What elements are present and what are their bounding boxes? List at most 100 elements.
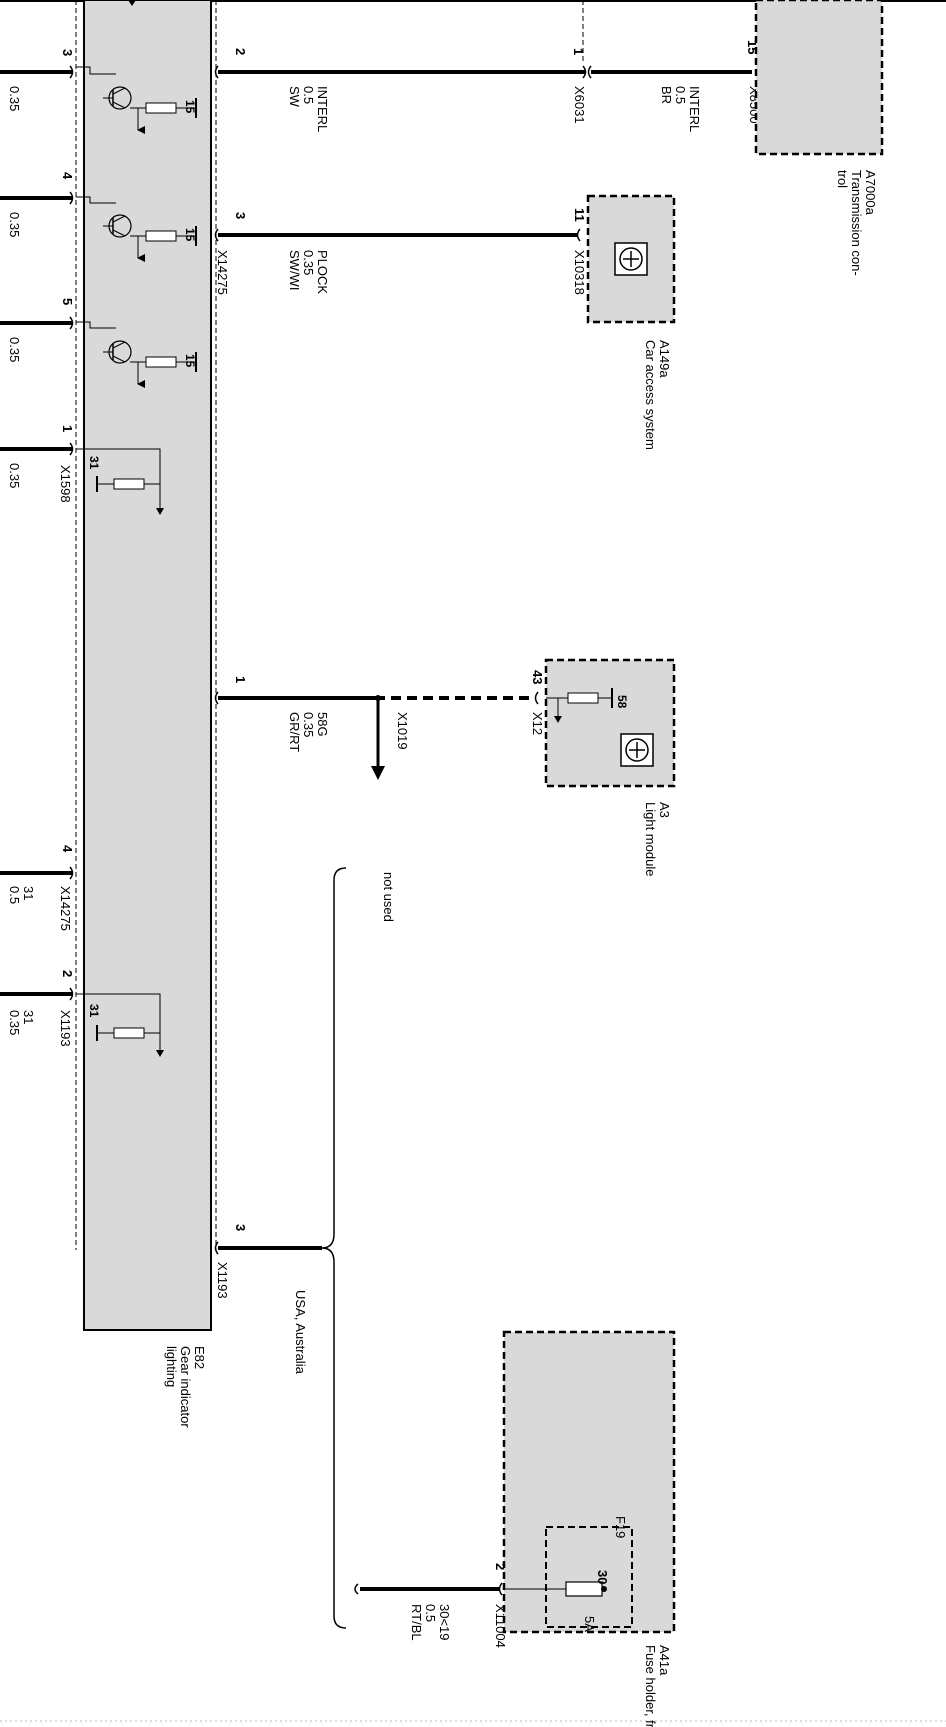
resistor-3-icon xyxy=(145,356,177,368)
left-wire-size-3: 0.35 xyxy=(7,337,22,362)
resistor-1-icon xyxy=(145,102,177,114)
transistor-stage-2: 15 xyxy=(76,196,197,262)
e82-name-line2: lighting xyxy=(164,1346,179,1387)
ground-stage-1: 31 xyxy=(76,448,164,515)
wire-interl: 2 1 15 INTERL 0.5 SW X6031 INTERL 0.5 BR… xyxy=(214,0,762,132)
f19-rating: 5A xyxy=(582,1616,597,1632)
a3-box xyxy=(544,658,676,788)
a3-ground-icon xyxy=(554,716,562,723)
a3-pin: 43 xyxy=(530,670,545,684)
f19-code: F19 xyxy=(613,1516,628,1538)
e82-name-line1: Gear indicator xyxy=(178,1346,193,1428)
connector-x1019: X1019 xyxy=(395,712,410,750)
connector-x1193-a: X1193 xyxy=(58,1010,73,1047)
wire-31a-line1: 31 xyxy=(21,886,36,900)
e82-box xyxy=(83,0,212,1331)
wire-interl-e82-line3: SW xyxy=(287,86,302,108)
e82-right-pin-1: 2 xyxy=(233,48,248,55)
wire-58g-line1: 58G xyxy=(315,712,330,737)
wire-30-line2: 0.5 xyxy=(423,1604,438,1622)
e82-right-pin-4: 3 xyxy=(233,1224,248,1231)
module-a149a: A149a Car access system xyxy=(586,194,676,450)
a7000a-box xyxy=(754,0,884,156)
e82-left-pin-4: 1 xyxy=(60,425,75,432)
module-a3: 58 A3 Light module xyxy=(544,658,676,876)
wire-interl-a7000-line3: BR xyxy=(659,86,674,104)
wire-plock-line2: 0.35 xyxy=(301,250,316,275)
e82-right-pin-2: 3 xyxy=(233,212,248,219)
a149a-code: A149a xyxy=(657,340,672,378)
ground-resistor-1-icon xyxy=(113,478,145,490)
a7000a-inner-pin: 1 xyxy=(571,48,586,55)
wire-interl-e82-line1: INTERL xyxy=(315,86,330,132)
wire-58g-line3: GR/RT xyxy=(287,712,302,752)
transistor-stage-1: 15 xyxy=(76,66,197,134)
a7000a-name-line1: Transmission con- xyxy=(849,170,864,276)
connector-x12: X12 xyxy=(530,712,545,735)
wire-interl-a7000-line2: 0.5 xyxy=(673,86,688,104)
wire-plock: 3 11 X14275 PLOCK 0.35 SW/WI X10318 xyxy=(214,208,587,295)
left-wire-size-4: 0.35 xyxy=(7,463,22,488)
a3-internal-term: 58 xyxy=(615,695,629,709)
wire-30-line3: RT/BL xyxy=(409,1604,424,1641)
e82-top-arrow-icon xyxy=(128,0,136,6)
ground-2-term: 31 xyxy=(87,1004,101,1018)
left-wire-size-2: 0.35 xyxy=(7,212,22,237)
a41a-code: A41a xyxy=(657,1645,672,1676)
a3-resistor-icon xyxy=(567,692,599,704)
x1019-arrow-icon xyxy=(371,766,385,780)
a41a-name: Fuse holder, front xyxy=(643,1645,658,1727)
module-a41a: 30 5A F19 A41a Fuse holder, front xyxy=(502,1330,676,1727)
a3-code: A3 xyxy=(657,802,672,818)
e82-left-pin-3: 5 xyxy=(60,298,75,305)
wire-plock-line3: SW/WI xyxy=(287,250,302,290)
a7000a-name-line2: trol xyxy=(835,170,850,188)
ground-stage-2: 31 xyxy=(76,993,164,1057)
module-a7000a: A7000a Transmission con- trol xyxy=(754,0,884,276)
transistor-2-term: 15 xyxy=(183,228,197,242)
connector-x14275-a: X14275 xyxy=(215,250,230,295)
wire-30-line1: 30<19 xyxy=(437,1604,452,1641)
connector-x10318: X10318 xyxy=(572,250,587,295)
wire-58g: 1 43 58G 0.35 GR/RT X1019 X12 xyxy=(214,670,545,780)
wire-interl-a7000-line1: INTERL xyxy=(687,86,702,132)
wire-58g-line2: 0.35 xyxy=(301,712,316,737)
e82-left-pin-5: 4 xyxy=(60,845,75,853)
e82-left-pin-6: 2 xyxy=(60,970,75,977)
connector-x14275-b: X14275 xyxy=(58,886,73,931)
module-e82: E82 Gear indicator lighting xyxy=(75,0,217,1428)
transistor-stage-3: 15 xyxy=(76,321,197,388)
e82-right-pin-3: 1 xyxy=(233,676,248,683)
ground-2-icon xyxy=(156,1050,164,1057)
e82-left-pin-2: 4 xyxy=(60,172,75,180)
a3-name: Light module xyxy=(643,802,658,876)
left-wires: 3 4 5 1 4 2 0.35 0.35 0.35 0.35 X1598 X1… xyxy=(0,49,75,1047)
a149a-pin: 11 xyxy=(572,208,587,222)
ground-1-term: 31 xyxy=(87,456,101,470)
wire-31b-line2: 0.35 xyxy=(7,1010,22,1035)
connector-x6031: X6031 xyxy=(572,86,587,124)
connector-x1193-b: X1193 xyxy=(215,1262,230,1299)
wire-plock-line1: PLOCK xyxy=(315,250,330,294)
transistor-1-term: 15 xyxy=(183,100,197,114)
wire-30: 2 X11004 30<19 0.5 RT/BL xyxy=(354,1563,508,1648)
ground-1-icon xyxy=(156,508,164,515)
f19-box xyxy=(545,1526,633,1628)
a41a-pin: 2 xyxy=(493,1563,508,1570)
variant-brace: 3 X1193 not used USA, Australia xyxy=(214,867,396,1629)
wire-31b-line1: 31 xyxy=(21,1010,36,1024)
note-usa-australia: USA, Australia xyxy=(293,1290,308,1375)
wire-31a-line2: 0.5 xyxy=(7,886,22,904)
a149a-name: Car access system xyxy=(643,340,658,450)
left-wire-size-1: 0.35 xyxy=(7,86,22,111)
e82-code: E82 xyxy=(192,1346,207,1369)
resistor-2-icon xyxy=(145,230,177,242)
connector-x1598: X1598 xyxy=(58,465,73,503)
note-not-used: not used xyxy=(381,872,396,922)
f19-terminal: 30 xyxy=(595,1570,610,1584)
a7000a-code: A7000a xyxy=(863,170,878,216)
brace-icon xyxy=(321,867,347,1629)
ground-resistor-2-icon xyxy=(113,1027,145,1039)
e82-left-pin-1: 3 xyxy=(60,49,75,56)
